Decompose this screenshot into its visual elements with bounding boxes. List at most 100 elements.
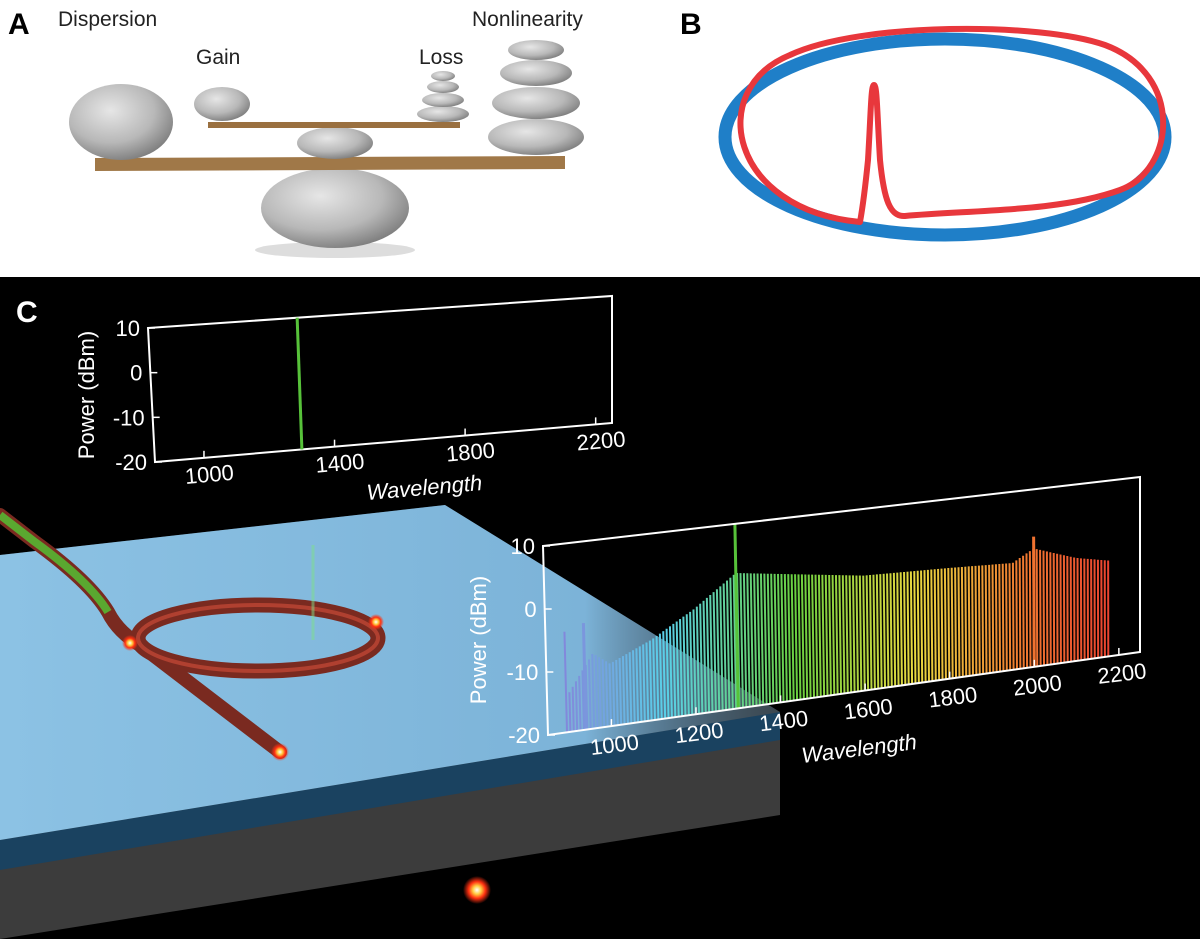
- comb-line: [1005, 563, 1008, 671]
- comb-line: [821, 574, 826, 697]
- comb-line: [984, 565, 988, 674]
- nonlinearity-stone-3: [500, 60, 572, 86]
- microring-highlight: [136, 603, 380, 673]
- panel-a-letter: A: [8, 8, 30, 41]
- input-spectrum-x-tick-label: 1400: [314, 449, 365, 478]
- comb-line: [753, 573, 758, 706]
- output-spectrum-x-tick-label: 1600: [842, 694, 894, 725]
- comb-line: [611, 661, 616, 726]
- input-spectrum-y-axis-title: Power (dBm): [74, 331, 99, 459]
- comb-line: [1018, 558, 1022, 669]
- comb-line: [682, 616, 687, 716]
- comb-line: [838, 575, 843, 694]
- comb-line: [1042, 550, 1046, 666]
- comb-line: [814, 574, 819, 698]
- loss-stone-3: [427, 81, 459, 93]
- output-spectrum-x-tick-label: 2000: [1012, 670, 1064, 701]
- comb-line: [739, 573, 744, 708]
- comb-line: [709, 594, 714, 712]
- comb-line: [625, 654, 629, 724]
- comb-line: [811, 574, 815, 698]
- comb-line: [865, 575, 870, 691]
- base-shadow: [255, 242, 415, 258]
- loss-stone-2: [422, 93, 464, 107]
- output-spectrum-y-tick-label: -10: [507, 660, 539, 685]
- base-stone: [261, 168, 409, 248]
- input-spectrum-x-tick-label: 1800: [445, 437, 496, 466]
- comb-line: [725, 580, 731, 710]
- comb-line: [763, 573, 768, 705]
- comb-line: [658, 633, 663, 720]
- comb-line: [1025, 553, 1029, 668]
- comb-line: [679, 619, 684, 717]
- comb-line: [882, 573, 887, 688]
- output-spectrum-y-tick-label: 10: [511, 534, 535, 559]
- dispersion-stone: [69, 84, 173, 160]
- comb-line: [635, 648, 640, 723]
- comb-line: [998, 564, 1002, 672]
- comb-line: [780, 573, 785, 702]
- comb-line: [729, 577, 734, 710]
- pump-light-input: [0, 511, 112, 615]
- comb-line: [916, 570, 920, 684]
- comb-line: [954, 567, 958, 678]
- comb-line: [581, 670, 585, 730]
- comb-line: [645, 642, 650, 721]
- comb-line: [977, 565, 981, 675]
- comb-line: [858, 575, 863, 692]
- input-spectrum-y-tick-label: 0: [130, 361, 142, 386]
- panel-b-letter: B: [680, 8, 702, 41]
- comb-line: [689, 611, 694, 715]
- comb-line: [926, 569, 930, 682]
- comb-line: [896, 572, 900, 686]
- comb-line: [906, 571, 910, 685]
- comb-line: [777, 573, 782, 703]
- comb-line: [702, 600, 707, 713]
- comb-line: [759, 573, 765, 705]
- comb-line: [817, 574, 822, 697]
- comb-line: [732, 574, 738, 709]
- pump-line: [733, 523, 740, 709]
- comb-line: [571, 686, 575, 732]
- comb-line: [879, 574, 883, 689]
- comb-line: [947, 568, 951, 679]
- comb-line: [994, 564, 998, 673]
- comb-line: [601, 659, 606, 728]
- comb-line: [909, 571, 914, 684]
- panel-b: B: [680, 8, 1172, 242]
- gain-stone: [194, 87, 250, 121]
- panel-c-letter: C: [16, 296, 38, 329]
- comb-line: [957, 567, 961, 678]
- output-spectrum-x-tick-label: 2200: [1096, 658, 1148, 689]
- comb-line: [773, 573, 778, 703]
- comb-line: [770, 573, 775, 704]
- comb-line: [855, 575, 859, 692]
- comb-line: [824, 574, 829, 696]
- dispersion-label: Dispersion: [58, 8, 157, 31]
- short-plank: [208, 122, 460, 128]
- comb-line: [618, 657, 623, 725]
- comb-line: [930, 569, 934, 682]
- comb-line: [749, 573, 755, 707]
- comb-line: [903, 571, 907, 685]
- comb-line: [756, 573, 761, 706]
- panel-a: A Dispersion Gain Loss Nonlinearity: [8, 8, 584, 258]
- comb-line: [872, 574, 876, 690]
- comb-line: [652, 638, 656, 721]
- comb-line: [875, 574, 880, 689]
- comb-line: [591, 653, 596, 729]
- comb-line: [889, 573, 893, 687]
- dispersive-wave-line: [1032, 536, 1036, 667]
- comb-line: [719, 586, 724, 711]
- comb-line: [1022, 555, 1025, 669]
- comb-line: [1035, 549, 1039, 667]
- comb-line: [943, 568, 947, 680]
- output-spectrum-y-tick-label: 0: [524, 597, 536, 622]
- comb-line: [960, 566, 964, 677]
- comb-line: [563, 631, 569, 733]
- comb-line: [899, 572, 903, 686]
- glow-point-output: [271, 743, 289, 761]
